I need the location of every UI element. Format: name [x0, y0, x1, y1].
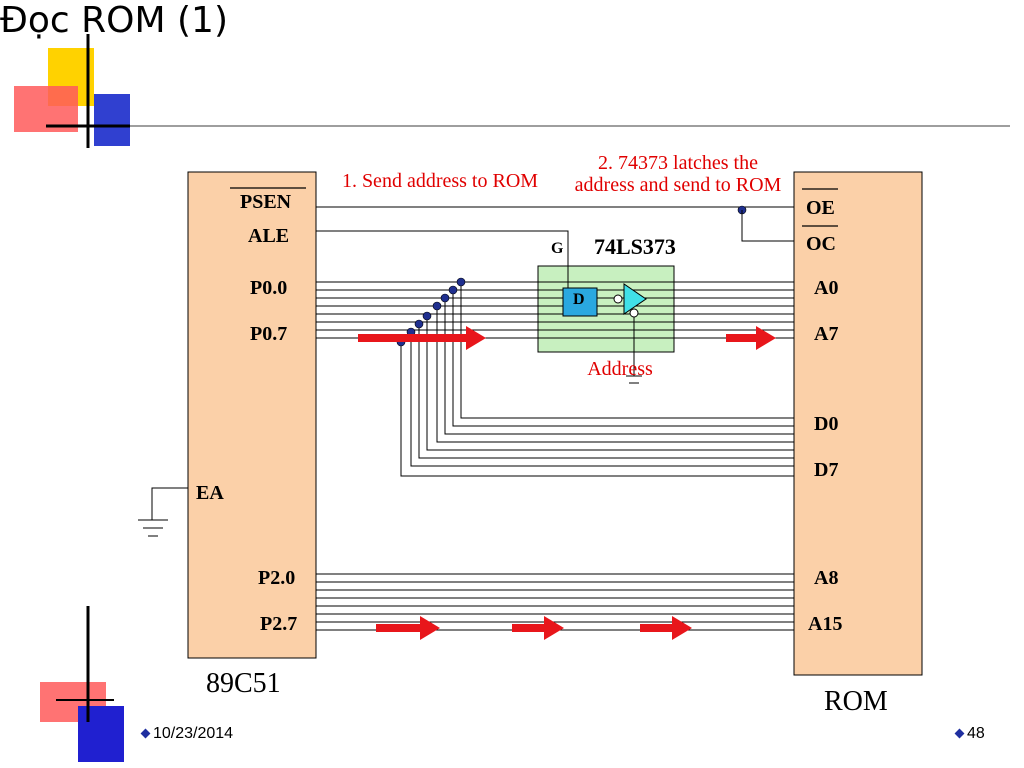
pin-d0: D0 [814, 413, 839, 435]
pin-p20: P2.0 [258, 567, 296, 589]
mcu-chip [187, 171, 317, 659]
pin-a8: A8 [814, 567, 839, 589]
bus-junction-dots [396, 277, 466, 347]
bottom-left-logo-blocks [40, 606, 124, 762]
latch-d-label: D [573, 291, 585, 308]
slide-title: Đọc ROM (1) [0, 0, 229, 41]
arrow-to-a0 [726, 326, 776, 350]
pin-oe: OE [806, 197, 835, 219]
rom-label: ROM [824, 686, 888, 717]
top-left-logo-blocks [14, 34, 1010, 148]
pin-p00: P0.0 [250, 277, 288, 299]
pin-ale: ALE [248, 225, 290, 247]
pin-oc: OC [806, 233, 836, 255]
pin-a7: A7 [814, 323, 839, 345]
pin-psen: PSEN [240, 191, 292, 213]
note-step2: 2. 74373 latches the address and send to… [574, 152, 782, 196]
pin-a15: A15 [808, 613, 843, 635]
latch-label: 74LS373 [594, 234, 676, 259]
latch-g-label: G [551, 240, 564, 257]
ale-line [316, 230, 569, 290]
pin-p27: P2.7 [260, 613, 298, 635]
bullet-icon [954, 728, 965, 739]
flow-arrows [358, 326, 776, 640]
latch-chip [537, 265, 675, 353]
bullet-icon [140, 728, 151, 739]
tristate-buffer [623, 283, 647, 315]
mcu-label: 89C51 [206, 668, 281, 699]
d-flipflop [562, 287, 598, 317]
footer-date-text: 10/23/2014 [153, 725, 234, 742]
pin-ea: EA [196, 482, 224, 504]
footer-page-number: 48 [967, 725, 985, 742]
arrow-p0-out [358, 326, 486, 350]
arrow-p2-2 [512, 616, 564, 640]
pin-a0: A0 [814, 277, 839, 299]
rom-chip [793, 171, 923, 676]
ea-ground [138, 487, 188, 537]
note-step1: 1. Send address to ROM [341, 170, 539, 192]
p2-address-bus [316, 573, 794, 631]
footer-date: 10/23/2014 [140, 725, 234, 743]
arrow-p2-3 [640, 616, 692, 640]
note-address: Address [587, 358, 653, 380]
pin-p07: P0.7 [250, 323, 288, 345]
footer-page: 48 [954, 725, 985, 743]
pin-d7: D7 [814, 459, 839, 481]
arrow-p2-1 [376, 616, 440, 640]
